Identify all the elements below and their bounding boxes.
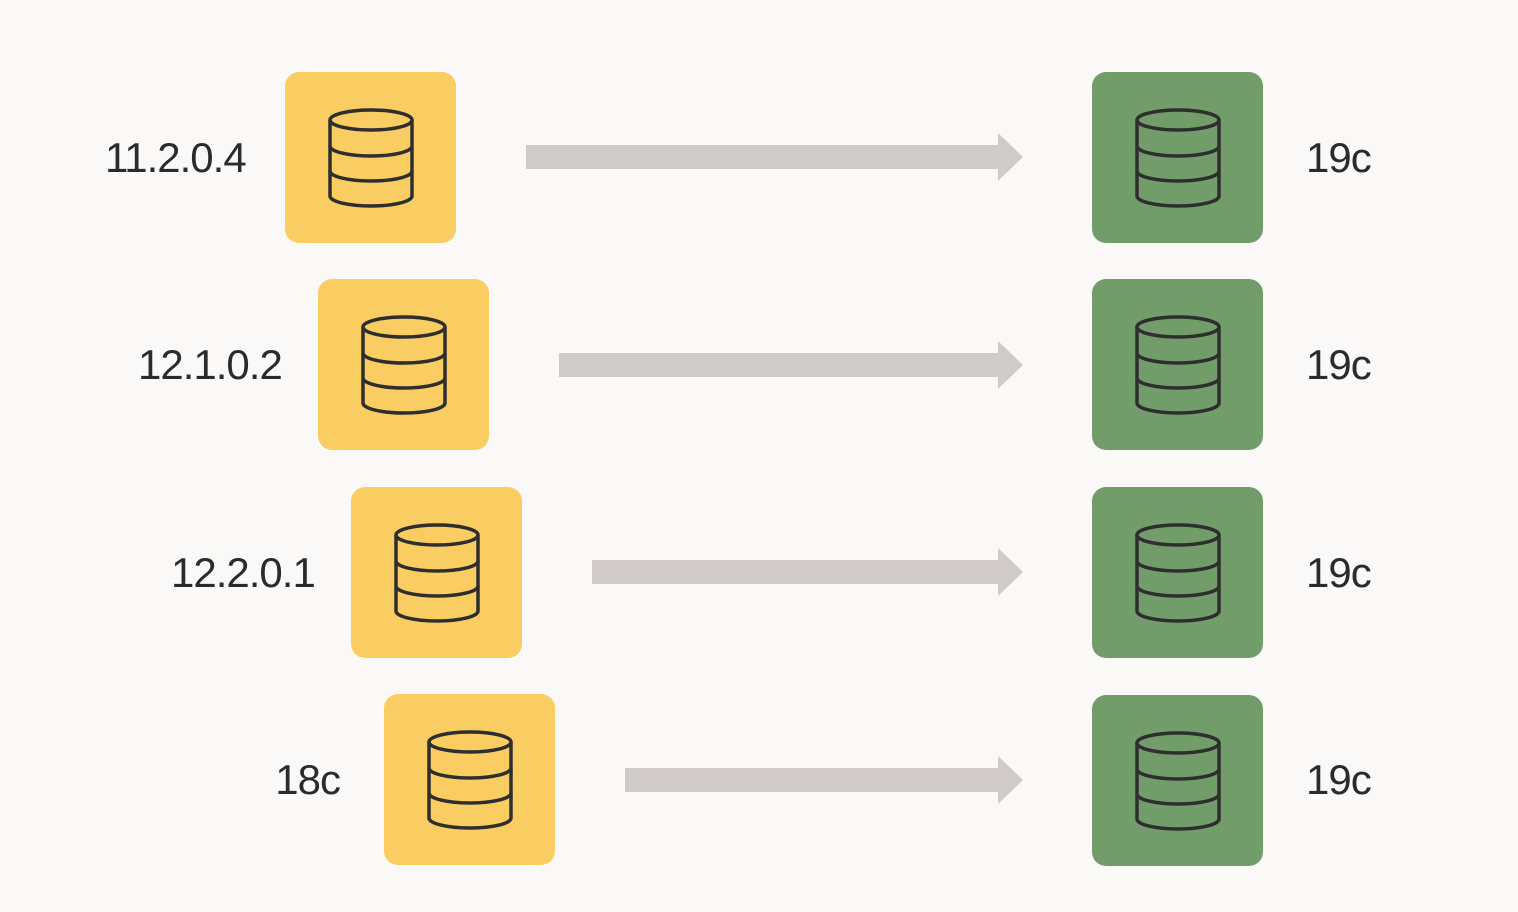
source-database-box <box>351 487 522 658</box>
source-database-box <box>318 279 489 450</box>
upgrade-arrow <box>592 548 1023 596</box>
source-database-box <box>285 72 456 243</box>
database-icon <box>327 107 414 208</box>
right-arrow-icon <box>526 133 1023 181</box>
source-version-label: 12.1.0.2 <box>138 341 283 388</box>
database-icon <box>1134 730 1221 831</box>
target-database-box <box>1092 279 1263 450</box>
right-arrow-icon <box>625 756 1023 804</box>
target-database-box <box>1092 487 1263 658</box>
target-database-box <box>1092 72 1263 243</box>
database-icon <box>426 729 513 830</box>
database-icon <box>360 314 447 415</box>
database-icon <box>1134 107 1221 208</box>
upgrade-arrow <box>625 756 1023 804</box>
upgrade-arrow <box>526 133 1023 181</box>
target-version-label: 19c <box>1306 756 1372 803</box>
right-arrow-icon <box>559 341 1023 389</box>
target-database-box <box>1092 695 1263 866</box>
target-version-label: 19c <box>1306 341 1372 388</box>
target-version-label: 19c <box>1306 134 1372 181</box>
source-version-label: 18c <box>275 756 341 803</box>
source-version-label: 11.2.0.4 <box>105 134 247 181</box>
upgrade-arrow <box>559 341 1023 389</box>
source-database-box <box>384 694 555 865</box>
target-version-label: 19c <box>1306 549 1372 596</box>
database-icon <box>1134 522 1221 623</box>
database-icon <box>1134 314 1221 415</box>
source-version-label: 12.2.0.1 <box>171 549 316 596</box>
right-arrow-icon <box>592 548 1023 596</box>
database-icon <box>393 522 480 623</box>
